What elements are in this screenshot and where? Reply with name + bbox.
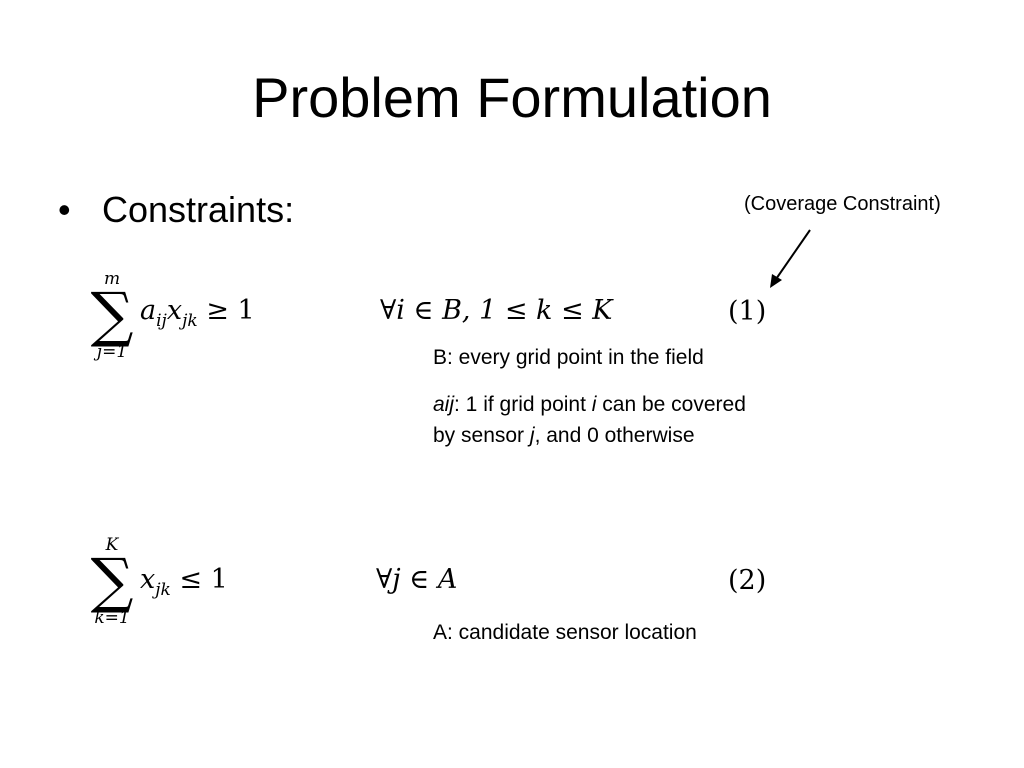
term-a: a xyxy=(140,295,157,326)
slide-title: Problem Formulation xyxy=(252,66,772,129)
note-aij-var: aij xyxy=(433,393,455,416)
sum-lower-limit: j=1 xyxy=(96,342,128,362)
term-x-subscript: jk xyxy=(155,580,171,600)
equation-1-number: (1) xyxy=(728,296,767,327)
sum-lower-limit: k=1 xyxy=(94,608,130,628)
arrow-icon xyxy=(770,229,811,288)
sigma-symbol: ∑ xyxy=(90,280,134,350)
equation-2-expression: xjk ≤ 1 xyxy=(140,564,228,606)
note-sensor-j: j xyxy=(529,424,535,447)
bullet-text: Constraints: xyxy=(102,189,295,230)
summation-2: K ∑ k=1 xyxy=(82,536,142,628)
note-aij-text-b: can be covered xyxy=(596,393,746,416)
note-b-definition: B: every grid point in the field xyxy=(433,346,704,369)
note-sensor-text-b: , and 0 otherwise xyxy=(534,424,695,447)
sigma-symbol: ∑ xyxy=(90,546,134,616)
coverage-constraint-annotation: (Coverage Constraint) xyxy=(744,193,941,215)
term-a-subscript: ij xyxy=(156,311,167,331)
sum-upper-limit: m xyxy=(103,269,121,289)
note-a-definition: A: candidate sensor location xyxy=(433,621,697,644)
note-aij-text-a: : 1 if grid point xyxy=(454,393,592,416)
note-aij-definition-cont: by sensor j, and 0 otherwise xyxy=(433,420,695,451)
sum-upper-limit: K xyxy=(105,535,119,555)
equation-2-condition: ∀j ∈ A xyxy=(376,564,458,595)
relation: ≤ 1 xyxy=(179,564,228,595)
equation-1-condition: ∀i ∈ B, 1 ≤ k ≤ K xyxy=(380,295,613,326)
term-x-subscript: jk xyxy=(182,311,198,331)
equation-1-expression: aijxjk ≥ 1 xyxy=(140,295,255,337)
relation: ≥ 1 xyxy=(206,295,255,326)
note-aij-i: i xyxy=(591,393,597,416)
bullet-marker: • xyxy=(58,189,71,230)
note-aij-definition: aij: 1 if grid point i can be covered xyxy=(433,389,746,420)
bullet-constraints: • Constraints: xyxy=(58,186,294,234)
note-sensor-text-a: by sensor xyxy=(433,424,530,447)
summation-1: m ∑ j=1 xyxy=(82,270,142,362)
term-x: x xyxy=(166,295,183,326)
equation-2-number: (2) xyxy=(728,565,767,596)
term-x: x xyxy=(140,564,156,595)
